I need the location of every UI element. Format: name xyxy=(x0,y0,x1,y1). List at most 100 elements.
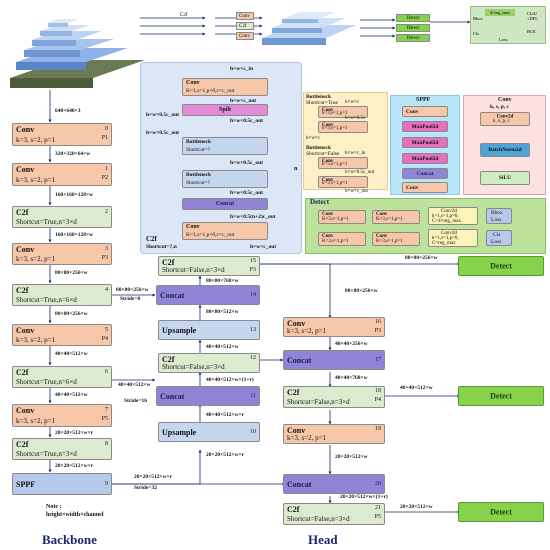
block-title: C2f xyxy=(287,505,300,514)
det-conv-a1: Conv K=3,s=1,p=1 xyxy=(318,210,366,224)
block-title: C2f xyxy=(16,440,29,449)
dim-h40a: 40×40×256×w xyxy=(335,341,368,347)
block-title: Spilt xyxy=(218,107,231,113)
block-title: Conv xyxy=(322,178,334,183)
block-title: Bottleneck xyxy=(186,139,212,145)
c2f-f-c: h×w×0.5c_out xyxy=(230,118,264,124)
block-params: k=3, s=2, p=1 xyxy=(287,327,327,335)
block-params: k=1,s=1,p=0, xyxy=(432,236,459,241)
block-level: P4 xyxy=(101,336,108,342)
block-title: C2f xyxy=(287,388,300,397)
neck-block-13: Upsample 13 xyxy=(158,320,260,340)
detect-p3: Detect xyxy=(458,256,544,276)
dim-bb-8: 20×20×512×w×r xyxy=(55,430,94,436)
conv-detail-silu: SiLU xyxy=(480,171,530,185)
block-params: K=3,s=1,p=1 xyxy=(376,239,403,244)
block-index: 4 xyxy=(105,287,108,293)
c2f-concat: Concat xyxy=(182,198,268,210)
block-index: 10 xyxy=(250,429,256,435)
block-params: k=3, s=2, p=1 xyxy=(16,176,56,184)
bn1-conv2: Conv k=3,s=1,p=1 xyxy=(318,121,368,133)
block-params: k=3,s=1,p=1 xyxy=(322,162,348,167)
dim-n40-side: 40×40×512×w xyxy=(118,382,151,388)
block-params: Loss xyxy=(491,239,502,245)
dim-stride32: Stride=32 xyxy=(134,485,157,491)
block-level: P5 xyxy=(101,416,108,422)
backbone-block-4: C2f Shortcut=True,n=6×d 4 xyxy=(12,284,112,306)
top-detect1-text: Detect xyxy=(406,16,420,21)
bn1-hw05c: h×w×0.5c xyxy=(345,116,366,121)
block-level: P5 xyxy=(374,514,381,520)
backbone-title: Backbone xyxy=(42,532,97,547)
dim-n40c: 40×40×512×w×r xyxy=(206,412,245,418)
block-params: k=3, s=2, p=1 xyxy=(16,336,56,344)
block-params: Shortcut=False,n=3×d xyxy=(287,398,350,406)
block-title: Conv xyxy=(322,159,334,164)
block-title: Conv xyxy=(322,123,334,128)
bn1-hwc2: h×w×c xyxy=(306,136,320,141)
conv-detail-title: Conv xyxy=(498,97,512,103)
block-title: Conv xyxy=(322,212,334,217)
backbone-block-5: Conv k=3, s=2, p=1 5 P4 xyxy=(12,324,112,346)
loss-cls: Cls xyxy=(473,31,480,36)
block-index: 9 xyxy=(105,481,108,487)
head-block-19: Conv k=3, s=2, p=1 19 xyxy=(283,424,385,444)
det-conv-b2: Conv K=3,s=1,p=1 xyxy=(372,232,420,246)
dim-bb-5: 80×80×256×w xyxy=(55,311,88,317)
top-conv2-text: Conv xyxy=(239,34,250,39)
block-index: 7 xyxy=(105,407,108,413)
block-title: Conv2d xyxy=(441,209,457,214)
neck-block-11: Concat 11 xyxy=(156,386,260,406)
bn1-hwc: h×w×c xyxy=(345,100,359,105)
bn2-conv2: Conv k=3,s=1,p=1 xyxy=(318,176,368,188)
backbone-block-7: Conv k=3, s=2, p=1 7 P5 xyxy=(12,404,112,427)
backbone-block-0: Conv k=3, s=2, p=1 0 P1 xyxy=(12,123,112,146)
head-block-16: Conv k=3, s=2, p=1 16 P3 xyxy=(283,317,385,337)
block-index: 17 xyxy=(375,357,381,363)
block-index: 2 xyxy=(105,209,108,215)
block-index: 13 xyxy=(250,327,256,333)
block-title: Conv xyxy=(16,165,35,174)
block-title: Conv xyxy=(16,245,35,254)
block-params: k, s, p, c xyxy=(493,119,510,124)
feature-pyramid-top xyxy=(262,12,356,45)
block-title: Bottleneck xyxy=(186,172,212,178)
block-index: 20 xyxy=(375,481,381,487)
dim-bb-4: 80×80×256×w xyxy=(55,270,88,276)
block-title: Conv xyxy=(322,234,334,239)
dim-h40c: 40×40×512×w xyxy=(400,385,433,391)
block-params: k=3, s=2, p=1 xyxy=(287,434,327,442)
dim-bb-2: 160×160×128×w xyxy=(55,192,94,198)
top-detect3-text: Detect xyxy=(406,36,420,41)
block-title: Conv xyxy=(16,406,35,415)
c2f-conv1: Conv K=1,s=1,p=0,c=c_out xyxy=(182,78,268,96)
top-conv-1: Conv xyxy=(236,12,254,20)
block-params: Shortcut=True,n=3×d xyxy=(16,450,77,458)
bn2-title: Bottleneck xyxy=(306,145,332,151)
loss-ciou: CIoU +DFL xyxy=(527,11,539,21)
detect-text: Detect xyxy=(490,261,512,271)
block-title: C2f xyxy=(162,258,175,267)
block-index: 1 xyxy=(105,166,108,172)
block-title: Conv xyxy=(287,426,306,435)
dim-n40a: 40×40×512×w xyxy=(206,344,239,350)
sppf-title: SPPF xyxy=(416,97,431,103)
block-params: K=3,s=1,p=1 xyxy=(322,239,349,244)
top-detect2-text: Detect xyxy=(406,26,420,31)
bn2-hwcout: h×w×c_out xyxy=(345,189,368,194)
loss-label: Loss xyxy=(499,37,508,42)
dim-bb-3: 160×160×128×w xyxy=(55,232,94,238)
block-title: MaxPool2d xyxy=(411,139,439,146)
block-level: P1 xyxy=(101,135,108,141)
neck-block-14: Concat 14 xyxy=(156,285,260,305)
block-title: SPPF xyxy=(16,480,36,489)
bn1-title: Bottleneck xyxy=(306,94,332,100)
conv-detail-bn: BatchNorm2d xyxy=(480,143,530,157)
det-conv-b1: Conv K=3,s=1,p=1 xyxy=(318,232,366,246)
detect-text: Detect xyxy=(490,391,512,401)
bn1-shortcut: Shortcut=True xyxy=(306,100,338,106)
block-title: Concat xyxy=(416,170,434,177)
backbone-block-8: C2f Shortcut=True,n=3×d 8 xyxy=(12,438,112,460)
dim-bb-7: 40×40×512×w xyxy=(55,392,88,398)
block-title: Concat xyxy=(215,201,235,207)
